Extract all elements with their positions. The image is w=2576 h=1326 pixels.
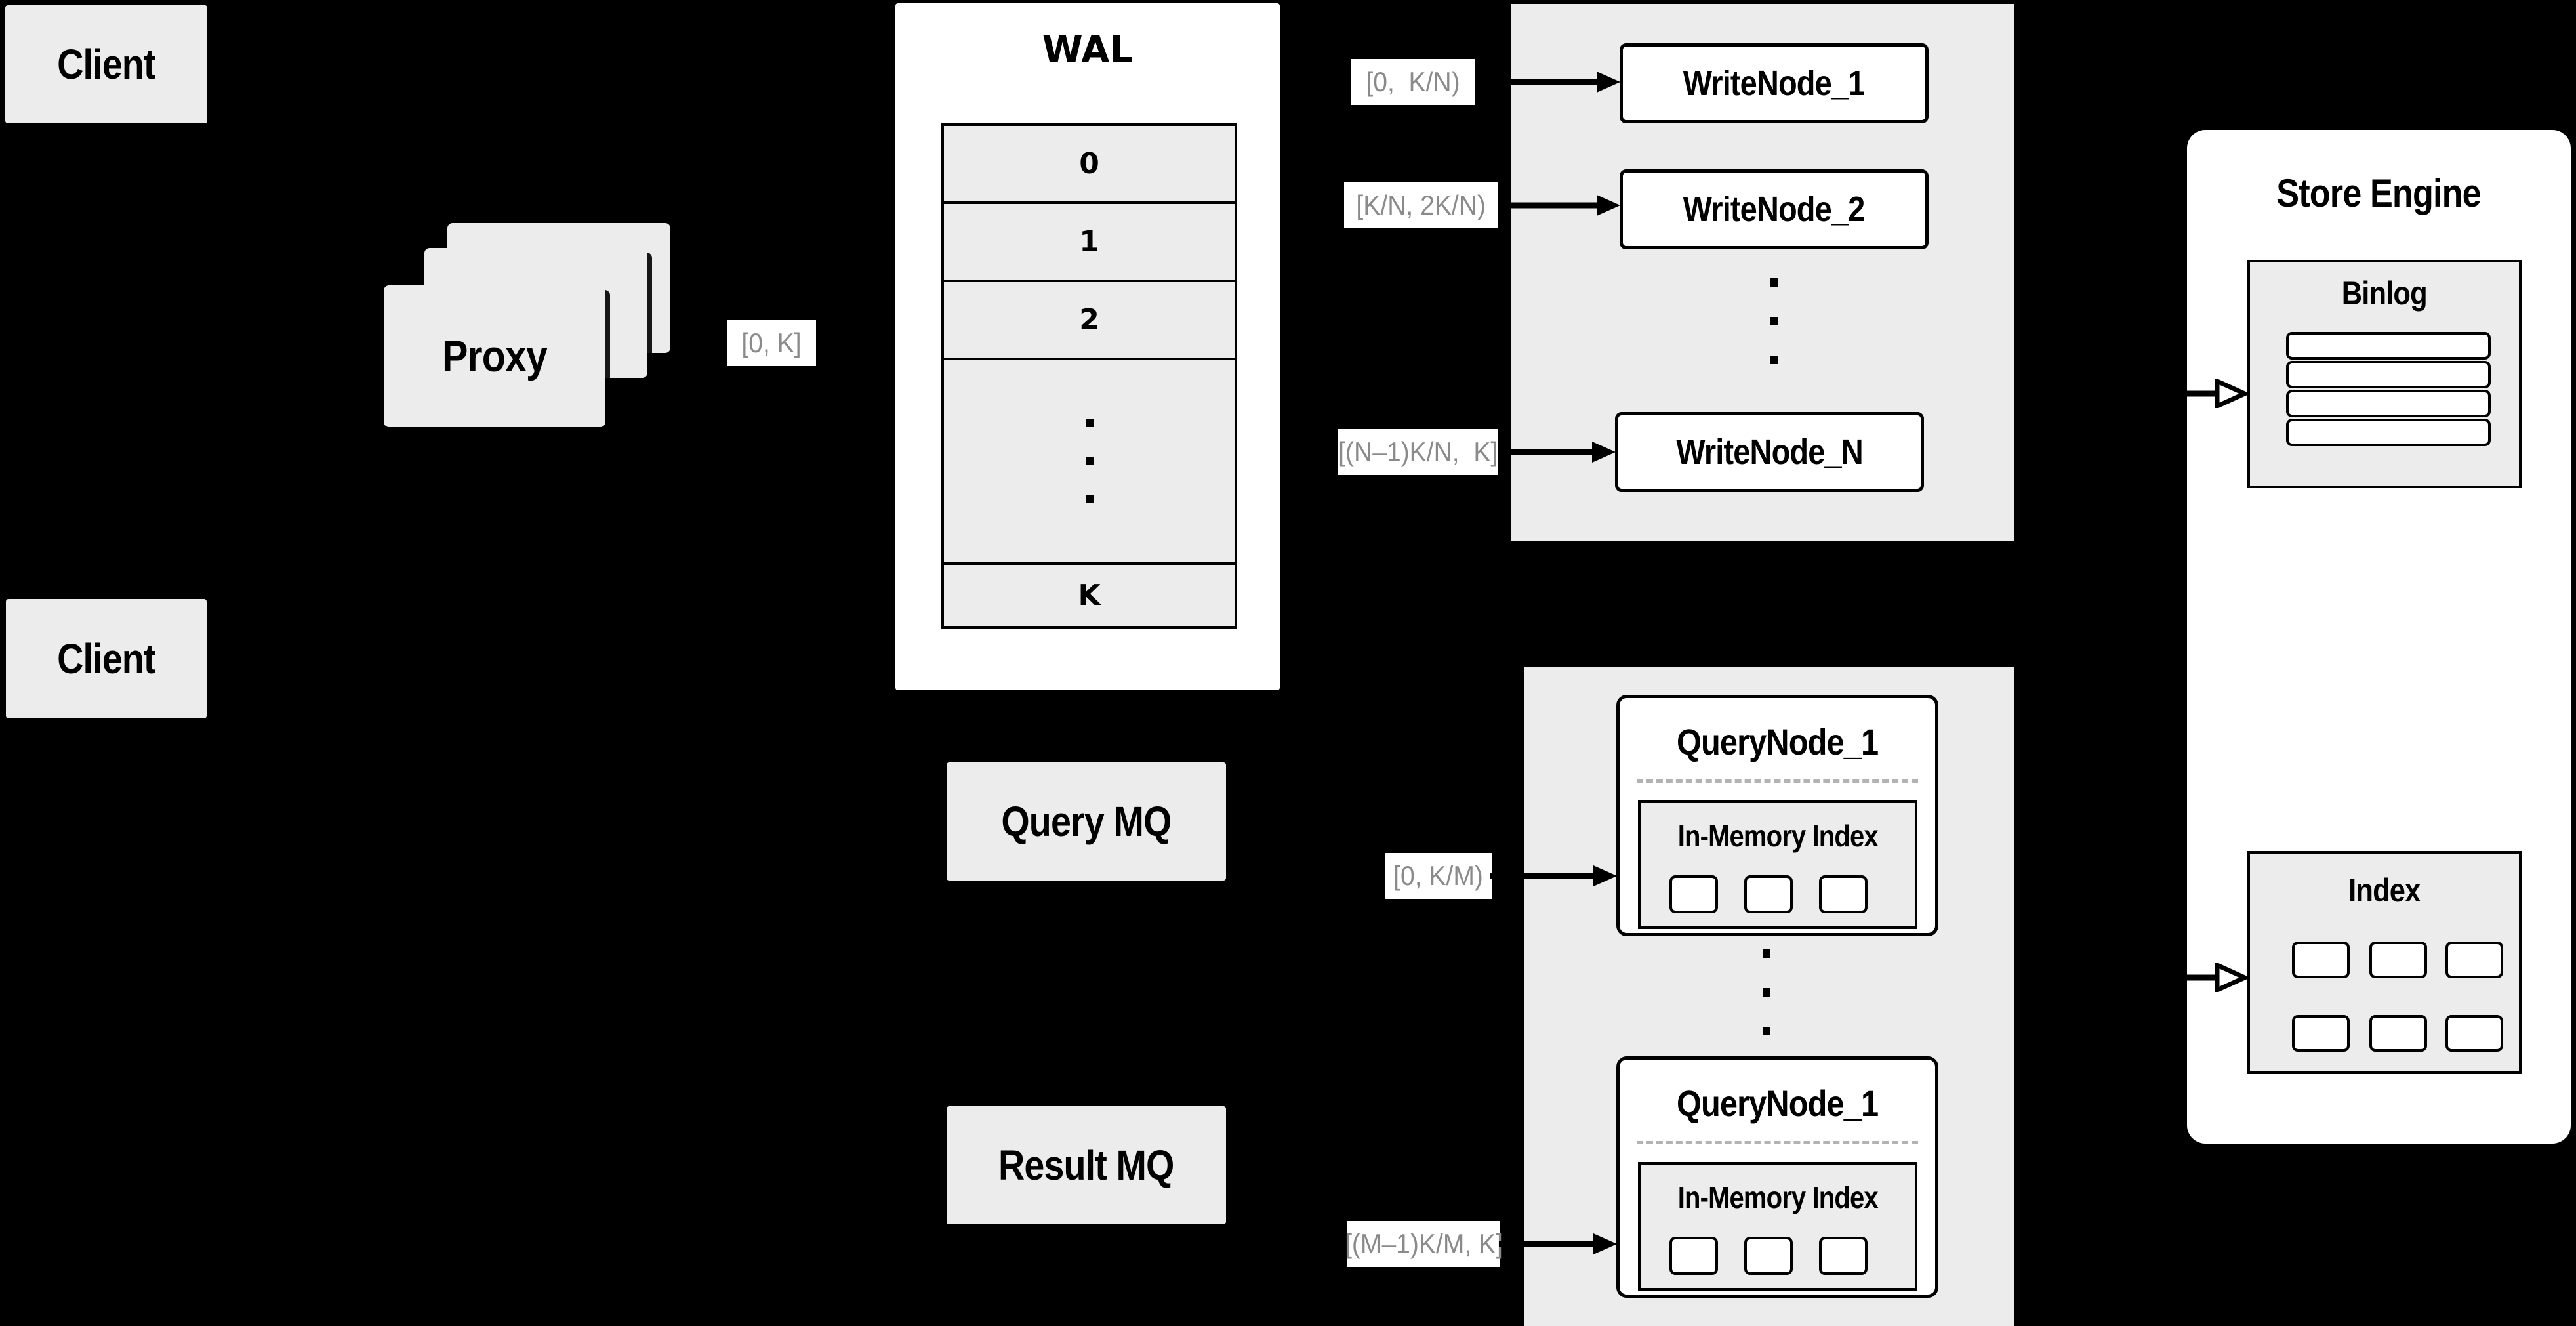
dashed-divider — [1637, 779, 1918, 783]
range-label-query-m: [(M–1)K/M, K] — [1345, 1221, 1503, 1267]
write-node-cluster: WriteNode_1 WriteNode_2 WriteNode_N — [1511, 4, 2014, 541]
range-label-query-1: [0, K/M) — [1385, 853, 1492, 899]
index-segment — [2292, 1015, 2350, 1052]
wal-box: WAL 0 1 2 K — [895, 3, 1280, 690]
index-segment — [2369, 1015, 2427, 1052]
dashed-divider — [1637, 1141, 1918, 1144]
proxy-label: Proxy — [441, 331, 548, 381]
in-memory-index-title-row: In-Memory Index — [1677, 819, 1879, 853]
index-segment — [1819, 875, 1868, 913]
proxy-card-front: Proxy — [384, 285, 605, 427]
ellipsis-dots — [1770, 278, 1778, 364]
index-segment — [2292, 942, 2350, 978]
ellipsis-dots — [1085, 419, 1094, 503]
write-node-2-box: WriteNode_2 — [1620, 169, 1929, 249]
in-memory-index-box: In-Memory Index — [1638, 1162, 1917, 1291]
query-node-cluster: QueryNode_1 In-Memory Index QueryNode_1 — [1524, 667, 2014, 1326]
query-node-2-box: QueryNode_1 In-Memory Index — [1616, 1056, 1938, 1298]
store-engine-title-row: Store Engine — [2187, 161, 2571, 224]
open-arrow-icon — [2163, 379, 2247, 408]
client-bottom-label: Client — [57, 635, 155, 682]
index-segment — [1669, 875, 1718, 913]
binlog-box: Binlog — [2247, 260, 2522, 488]
wal-row-2: 2 — [944, 282, 1235, 360]
result-mq-label: Result MQ — [998, 1142, 1174, 1189]
binlog-title-row: Binlog — [2250, 265, 2519, 321]
filled-arrow-icon — [1490, 865, 1617, 886]
range-label-write-n: [(N–1)K/N, K] — [1338, 429, 1498, 475]
range-label-write-2: [K/N, 2K/N) — [1344, 182, 1498, 228]
query-node-title-row: QueryNode_1 — [1676, 1082, 1879, 1124]
query-mq-label: Query MQ — [1001, 798, 1172, 845]
index-segment — [1819, 1237, 1868, 1275]
wal-row-0: 0 — [944, 126, 1235, 204]
filled-arrow-icon — [1475, 72, 1620, 93]
in-memory-index-box: In-Memory Index — [1638, 800, 1917, 929]
binlog-segment — [2286, 419, 2491, 446]
range-label-proxy-out: [0, K] — [727, 320, 816, 366]
range-label-write-1: [0, K/N) — [1351, 59, 1475, 105]
index-title: Index — [2348, 872, 2421, 909]
filled-arrow-icon — [1499, 1233, 1617, 1254]
client-top-label: Client — [57, 41, 155, 88]
index-segment — [2369, 942, 2427, 978]
query-node-title-row: QueryNode_1 — [1676, 720, 1879, 762]
binlog-title: Binlog — [2341, 275, 2428, 312]
wal-row-1: 1 — [944, 204, 1235, 282]
wal-row-k: K — [1078, 579, 1101, 612]
result-mq-box: Result MQ — [947, 1106, 1226, 1224]
client-bottom-box: Client — [6, 599, 207, 718]
index-box: Index — [2247, 851, 2522, 1074]
index-segment — [2445, 942, 2503, 978]
write-node-1-box: WriteNode_1 — [1620, 43, 1929, 123]
store-engine-box: Store Engine Binlog Index — [2187, 130, 2571, 1144]
binlog-segment — [2286, 361, 2491, 388]
write-node-n-box: WriteNode_N — [1615, 412, 1924, 492]
store-engine-title: Store Engine — [2276, 171, 2482, 215]
index-segment — [2445, 1015, 2503, 1052]
query-node-1-box: QueryNode_1 In-Memory Index — [1616, 695, 1938, 936]
wal-title-row: WAL — [895, 22, 1280, 78]
in-memory-index-title-row: In-Memory Index — [1677, 1180, 1879, 1214]
wal-segment-table: 0 1 2 K — [941, 123, 1237, 629]
filled-arrow-icon — [1498, 442, 1616, 463]
client-top-box: Client — [5, 5, 207, 123]
index-segment — [1744, 875, 1793, 913]
index-segment — [1669, 1237, 1718, 1275]
binlog-segment — [2286, 390, 2491, 417]
ellipsis-dots — [1763, 949, 1770, 1035]
binlog-segment — [2286, 332, 2491, 360]
filled-arrow-icon — [1498, 195, 1620, 216]
wal-title: WAL — [1042, 28, 1134, 72]
index-segment — [1744, 1237, 1793, 1275]
query-mq-box: Query MQ — [947, 762, 1226, 881]
open-arrow-icon — [2163, 963, 2247, 992]
wal-row-ellipsis — [944, 360, 1235, 565]
index-title-row: Index — [2250, 863, 2519, 918]
